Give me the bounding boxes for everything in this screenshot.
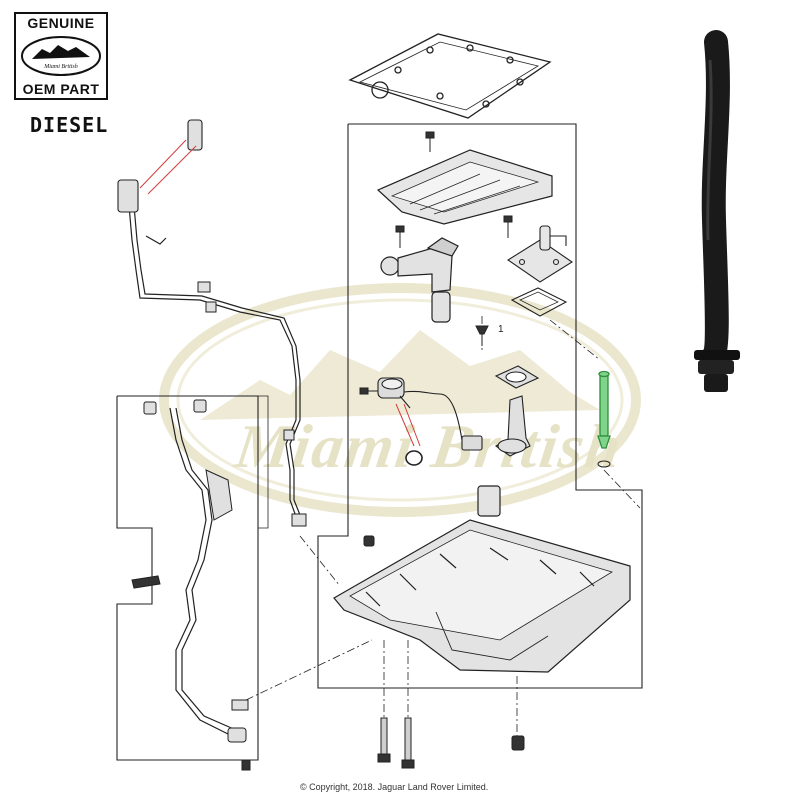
pipe-clips — [197, 281, 307, 527]
dipstick-tube-highlight — [597, 370, 611, 449]
pickup-bolt — [395, 225, 405, 248]
dipstick-o-ring — [597, 460, 611, 468]
leader-lines — [139, 139, 421, 447]
main-group-frame — [317, 123, 643, 689]
oil-pickup-tube — [380, 237, 459, 323]
vacuum-pipe — [169, 407, 237, 737]
pump-gasket — [510, 287, 568, 317]
sensor-pipe-assembly — [127, 193, 303, 523]
oil-sump-pan — [333, 485, 631, 673]
genuine-oem-badge: GENUINE Miami British OEM PART — [14, 12, 108, 100]
badge-oval-text: Miami British — [43, 64, 78, 70]
pipe-heat-shield — [205, 469, 233, 521]
hose-group-frame — [116, 395, 259, 761]
sensor-bolt — [359, 387, 378, 395]
baffle-plate — [376, 149, 553, 225]
sump-side-bolt — [363, 535, 375, 547]
pump-bracket — [506, 225, 574, 283]
sensor-o-ring — [405, 450, 423, 466]
baffle-bolt — [425, 131, 435, 152]
hose-bolts — [131, 575, 251, 771]
sump-bolts — [377, 717, 415, 769]
sump-gasket — [348, 33, 552, 119]
small-bolt — [475, 325, 489, 346]
copyright-notice: © Copyright, 2018. Jaguar Land Rover Lim… — [300, 782, 489, 792]
oil-level-sensor — [377, 377, 483, 451]
engine-type-label: DIESEL — [30, 113, 109, 137]
badge-bottom-text: OEM PART — [22, 81, 100, 97]
oil-pump — [494, 365, 540, 457]
miami-british-logo-icon: Miami British — [21, 36, 101, 76]
badge-top-text: GENUINE — [27, 15, 95, 31]
sensor-connector — [117, 119, 203, 213]
bracket-bolt — [503, 215, 513, 238]
hose-fittings — [143, 399, 249, 743]
drain-plug — [511, 735, 525, 751]
